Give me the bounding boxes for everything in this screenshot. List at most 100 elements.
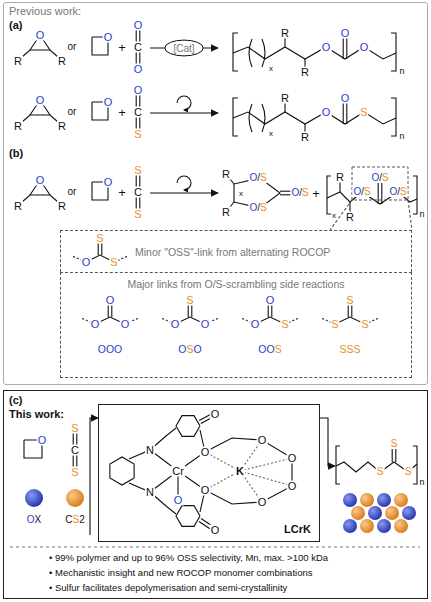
atom-label: S	[70, 423, 79, 434]
polymer-ball	[343, 493, 357, 507]
atom-label: R	[300, 67, 310, 78]
atom-label: O	[120, 319, 131, 330]
atom-label: O	[200, 447, 211, 458]
atom-label: x	[268, 130, 274, 138]
atom-label: O	[287, 453, 298, 464]
atom-label: O	[105, 295, 116, 306]
atom-label: O	[133, 85, 144, 96]
atom-label: O	[250, 319, 261, 330]
text-label: • Mechanistic insight and new ROCOP mono…	[48, 568, 313, 578]
atom-label: C	[133, 187, 143, 198]
atom-label: S	[185, 295, 194, 306]
coordination	[240, 471, 292, 486]
parenthesis	[262, 104, 265, 132]
atom-label: O	[133, 20, 144, 31]
atom-label: +	[117, 106, 127, 119]
atom-label: S	[360, 319, 369, 330]
atom-label: S	[376, 467, 385, 477]
polymer-ball	[360, 519, 374, 533]
atom-label: K	[235, 466, 245, 477]
atom-label: O	[257, 435, 268, 446]
bond	[233, 184, 234, 202]
polymer-ball	[351, 506, 365, 520]
atom-label: O	[170, 319, 181, 330]
reaction-arrow	[150, 192, 218, 193]
atom-label: +	[117, 41, 127, 54]
bracket	[413, 176, 417, 214]
node-text: Minor "OSS"-link from alternating ROCOP	[135, 246, 330, 258]
atom-label: O/S	[248, 173, 267, 183]
atom-label: R	[335, 172, 345, 183]
atom-label: S	[133, 209, 142, 220]
node-text: This work:	[9, 408, 64, 422]
atom-label: or	[67, 107, 78, 117]
atom-label: O	[359, 42, 370, 53]
atom-label: +	[117, 186, 127, 199]
node-text: Previous work:	[9, 5, 81, 17]
atom-label: O	[103, 177, 114, 188]
atom-label: O	[35, 175, 46, 186]
atom-label: x	[238, 190, 244, 198]
atom-label: O/S	[388, 187, 407, 197]
atom-label: OX	[26, 515, 42, 525]
atom-label: O	[103, 97, 114, 108]
atom-label: O	[287, 481, 298, 492]
atom-label: x	[331, 212, 337, 220]
atom-label: C	[133, 107, 143, 118]
linkage-box: Major links from O/S-scrambling side rea…	[60, 272, 412, 378]
atom-label: R	[13, 201, 23, 212]
node-text: Major links from O/S-scrambling side rea…	[127, 278, 344, 290]
atom-label: O	[321, 107, 332, 118]
bracket	[327, 176, 331, 214]
atom-label: or	[67, 42, 78, 52]
cycle-arrow	[90, 418, 98, 535]
atom-label: R	[57, 56, 67, 67]
ring	[176, 416, 200, 437]
atom-label: S	[330, 319, 339, 330]
atom-label: SSS	[338, 344, 361, 355]
atom-label: O/S	[248, 203, 267, 213]
atom-label: O	[200, 319, 211, 330]
atom-label: O	[257, 497, 268, 508]
atom-label: or	[67, 187, 78, 197]
atom-label: N	[145, 445, 155, 456]
separator	[10, 546, 420, 547]
atom-label: S	[70, 467, 79, 478]
atom-label: S	[109, 257, 118, 268]
atom-label: S	[345, 295, 354, 306]
polymer-chain	[233, 112, 396, 124]
atom-label: C	[70, 445, 80, 456]
catalytic-cycle-icon	[177, 176, 191, 190]
atom-label: O	[210, 409, 221, 420]
atom-label: O	[340, 93, 351, 104]
coordination	[240, 458, 292, 471]
bond	[166, 428, 176, 436]
polymer-ball	[377, 519, 391, 533]
atom-label: O	[210, 525, 221, 536]
highlight-box	[352, 167, 408, 200]
cycle-arrow	[320, 418, 335, 466]
atom-label: R	[280, 28, 290, 39]
monomer-ball	[25, 489, 43, 507]
atom-label: S	[95, 233, 104, 244]
catalyst-ellipse: [Cat]	[164, 39, 204, 57]
atom-label: S	[280, 319, 289, 330]
atom-label: n	[398, 67, 405, 76]
node-text: LCrK	[284, 523, 311, 537]
text-label: • 99% polymer and up to 96% OSS selectiv…	[48, 553, 329, 563]
atom-label: R	[13, 56, 23, 67]
atom-label: +	[311, 187, 321, 200]
atom-label: Cr	[171, 466, 185, 477]
atom-label: C	[133, 42, 143, 53]
reaction-arrow	[150, 112, 218, 113]
epoxide	[22, 195, 58, 202]
atom-label: O	[173, 495, 184, 506]
text-label: (a)	[8, 20, 23, 31]
atom-label: S	[404, 467, 413, 477]
atom-label: S	[359, 107, 368, 118]
atom-label: O/S	[352, 187, 371, 197]
catalytic-cycle-icon	[177, 96, 191, 110]
catalyst-box: LCrK	[98, 404, 320, 542]
